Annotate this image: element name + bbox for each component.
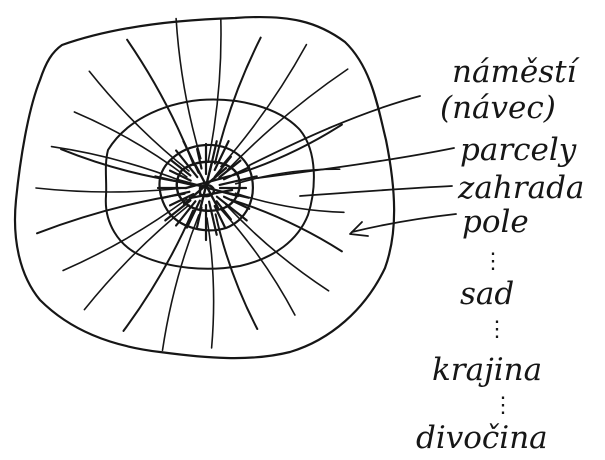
label-pole: pole: [462, 204, 529, 240]
label-navec: (návec): [440, 90, 556, 126]
label-zahrada: zahrada: [457, 170, 584, 206]
label-parcely: parcely: [460, 132, 577, 168]
radial-line: [208, 19, 221, 161]
radial-line: [124, 211, 194, 331]
label-sad: sad: [460, 276, 514, 312]
leader-namesti: [248, 96, 420, 166]
continuation-dots-3: ⋮: [492, 393, 514, 418]
label-namesti: náměstí: [452, 54, 581, 90]
label-krajina: krajina: [432, 352, 542, 388]
radial-line: [52, 147, 185, 183]
label-leader-lines: [248, 96, 456, 236]
radial-line: [74, 112, 186, 177]
core-radial-stroke: [165, 201, 190, 221]
radial-plot-lines: [36, 19, 348, 351]
zone-labels: náměstí (návec) parcely zahrada pole ⋮ s…: [416, 54, 584, 456]
continuation-dots-2: ⋮: [486, 317, 508, 342]
radial-line: [221, 45, 307, 167]
leader-zahrada: [300, 186, 452, 196]
leader-parcely: [258, 148, 454, 178]
radial-line: [216, 214, 258, 329]
leader-pole: [352, 214, 456, 232]
label-divocina: divočina: [416, 420, 548, 456]
continuation-dots-1: ⋮: [482, 249, 504, 274]
radial-line: [207, 218, 214, 348]
radial-line: [176, 19, 201, 159]
